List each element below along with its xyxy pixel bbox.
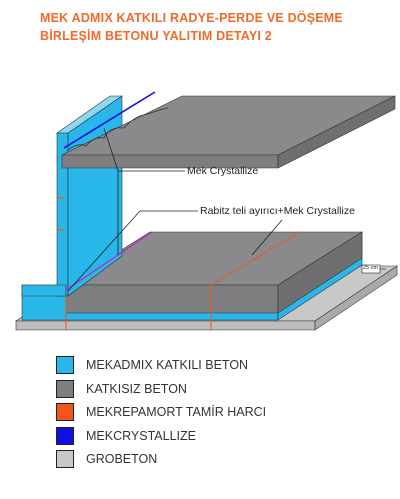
wall-top-edge	[56, 95, 123, 134]
legend-label-admix: MEKADMIX KATKILI BETON	[86, 358, 249, 372]
diagram-title-line-2: BİRLEŞİM BETONU YALITIM DETAYI 2	[40, 29, 272, 43]
grobeton-front	[15, 320, 316, 331]
legend-label-plain: KATKISIZ BETON	[86, 381, 187, 396]
repair-joint-top	[210, 231, 301, 286]
callout-rabitz: Rabitz teli ayırıcı+Mek Crystallize	[200, 205, 355, 217]
detail-drawing	[14, 91, 398, 331]
legend-swatch-repair	[56, 403, 74, 421]
leader-crystallize-up	[103, 127, 119, 172]
leader-rabitz	[67, 210, 198, 292]
raft-plain-side	[277, 231, 363, 314]
legend-swatch-grobeton	[56, 450, 74, 468]
slab-break-line	[67, 107, 169, 151]
legend-swatch-plain	[56, 379, 74, 398]
legend-swatch-crystallize	[56, 426, 74, 445]
legend-label-grobeton: GROBETON	[86, 452, 158, 466]
crystallize-line-wall-base	[65, 231, 153, 291]
slab-side	[277, 95, 396, 169]
legend-label-repair: MEKREPAMORT TAMİR HARCI	[86, 405, 267, 419]
crystallize-line-wall-top	[63, 91, 156, 149]
leader-rabitz-right	[251, 219, 283, 256]
raft-plain-front	[65, 284, 279, 314]
diagram-title-line-1: MEK ADMIX KATKILI RADYE-PERDE VE DÖŞEME	[40, 11, 343, 25]
callout-crystallize: Mek Crystallize	[187, 165, 259, 177]
legend-swatch-admix	[56, 356, 74, 374]
grobeton-side	[314, 265, 398, 331]
legend-label-crystallize: MEKCRYSTALLIZE	[86, 428, 196, 443]
dimension-label: 25 cm	[363, 265, 378, 271]
wall-foot	[21, 284, 67, 297]
